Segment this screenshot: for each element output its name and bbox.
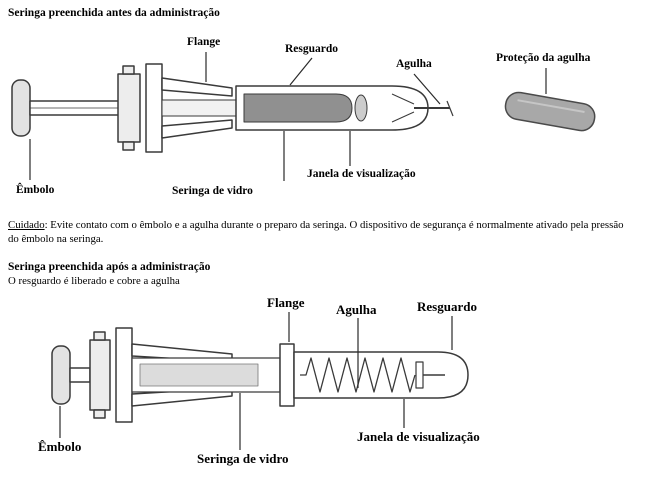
pointer-lines-after bbox=[59, 312, 453, 450]
safety-shield bbox=[293, 351, 469, 399]
plunger-thumb-pad-after bbox=[51, 345, 71, 405]
label-resguardo-before: Resguardo bbox=[285, 43, 339, 55]
label-agulha-after: Agulha bbox=[336, 302, 377, 317]
diagram-after: Flange Agulha Resguardo Êmbolo Seringa d… bbox=[0, 292, 652, 479]
finger-flange-after bbox=[115, 327, 133, 423]
caution-paragraph: Cuidado: Evite contato com o êmbolo e a … bbox=[8, 219, 634, 247]
label-agulha-before: Agulha bbox=[396, 58, 432, 70]
label-embolo-after: Êmbolo bbox=[38, 439, 82, 454]
pointer-lines-before bbox=[29, 52, 547, 181]
diagram-before: Flange Resguardo Agulha Proteção da agul… bbox=[0, 28, 652, 208]
finger-flange bbox=[145, 63, 163, 153]
label-seringa-vidro-after: Seringa de vidro bbox=[197, 451, 289, 466]
drug-column bbox=[243, 93, 353, 123]
label-flange-before: Flange bbox=[187, 36, 221, 48]
safety-housing-plate-after bbox=[89, 339, 111, 411]
section-before-title: Seringa preenchida antes da administraçã… bbox=[8, 7, 220, 19]
label-embolo-before: Êmbolo bbox=[16, 184, 55, 196]
syringe-before-drawing bbox=[11, 52, 596, 181]
section-after-title: Seringa preenchida após a administração bbox=[8, 261, 211, 273]
caution-label: Cuidado bbox=[8, 219, 45, 231]
label-resguardo-after: Resguardo bbox=[417, 299, 477, 314]
label-flange-after: Flange bbox=[267, 295, 305, 310]
glass-flange-plate bbox=[279, 343, 295, 407]
plunger-thumb-pad bbox=[11, 79, 31, 137]
plunger-rod-after bbox=[69, 367, 91, 383]
section-after-subtitle: O resguardo é liberado e cobre a agulha bbox=[8, 275, 180, 287]
needle-cap bbox=[504, 91, 596, 132]
stopper bbox=[354, 94, 368, 122]
label-protecao-agulha: Proteção da agulha bbox=[496, 52, 591, 64]
label-seringa-vidro-before: Seringa de vidro bbox=[172, 185, 253, 197]
label-janela-before: Janela de visualização bbox=[307, 168, 416, 180]
syringe-after-drawing bbox=[51, 312, 469, 450]
label-janela-after: Janela de visualização bbox=[357, 429, 480, 444]
spring bbox=[300, 357, 416, 393]
safety-housing-plate bbox=[117, 73, 141, 143]
caution-body: : Evite contato com o êmbolo e a agulha … bbox=[8, 219, 624, 245]
